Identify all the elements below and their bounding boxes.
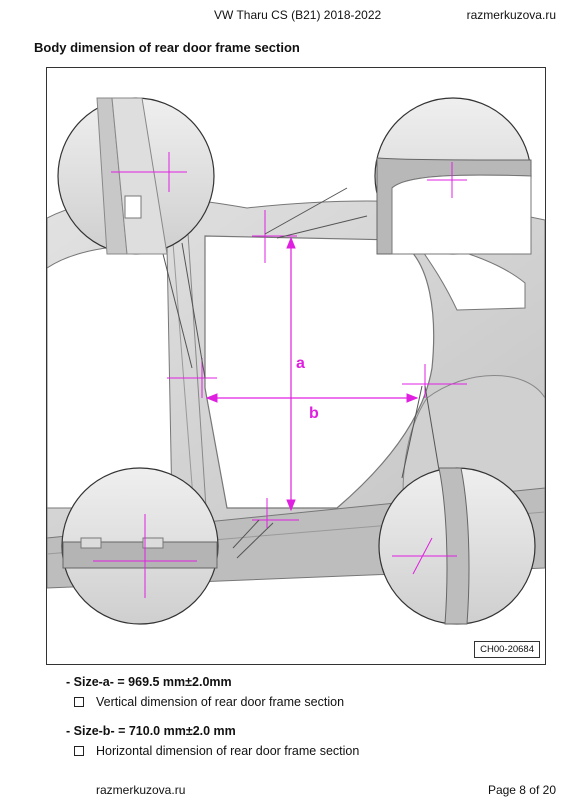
detail-circle-sill [61, 467, 219, 625]
callout-leaders [161, 187, 443, 559]
size-a-value: - Size-a- = 969.5 mm±2.0mm [66, 675, 232, 689]
detail-circle-b-pillar [57, 97, 215, 255]
body-diagram: a b [46, 67, 546, 665]
diagram-svg: a b [47, 97, 545, 625]
size-b-description: Horizontal dimension of rear door frame … [96, 744, 360, 758]
section-title: Body dimension of rear door frame sectio… [34, 40, 300, 55]
detail-circle-c-pillar [378, 467, 536, 625]
size-b-description-row: Horizontal dimension of rear door frame … [74, 744, 359, 758]
header-site: razmerkuzova.ru [466, 8, 556, 22]
footer-site: razmerkuzova.ru [96, 783, 186, 797]
size-b-value: - Size-b- = 710.0 mm±2.0 mm [66, 724, 236, 738]
dimension-lines [167, 210, 467, 528]
page-number: Page 8 of 20 [487, 783, 556, 797]
dimension-label-a: a [296, 355, 305, 372]
size-a-description: Vertical dimension of rear door frame se… [96, 695, 345, 709]
document-title: VW Tharu CS (B21) 2018-2022 [214, 8, 382, 22]
checkbox-icon [74, 697, 84, 707]
checkbox-icon [74, 746, 84, 756]
detail-circle-roof-corner [374, 97, 532, 255]
figure-code: CH00-20684 [474, 641, 540, 658]
size-a-description-row: Vertical dimension of rear door frame se… [74, 695, 344, 709]
dimension-label-b: b [309, 405, 319, 422]
